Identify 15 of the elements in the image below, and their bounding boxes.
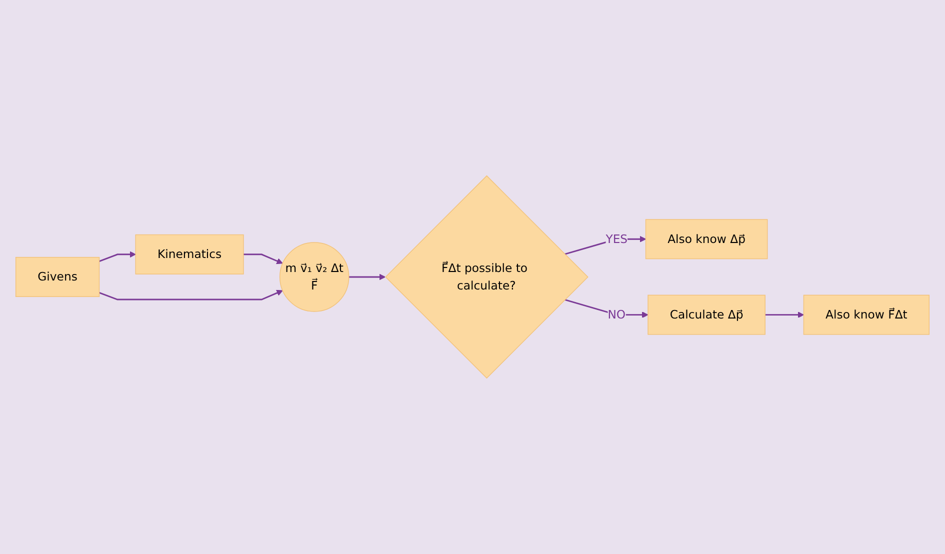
node-box: Kinematics [135,234,244,274]
node-box: Also know F⃗Δt [803,294,930,335]
node-diamond: F⃗Δt possible to calculate? [385,175,588,379]
edge-label: NO [608,308,626,322]
node-box: Givens [15,257,100,297]
node-circle: m v⃗₁ v⃗₂ Δt F⃗ [279,242,350,312]
arrow [98,290,283,300]
edge-label: YES [606,232,628,246]
arrow [564,236,646,255]
arrow [348,274,386,280]
node-box: Calculate Δp⃗ [648,294,766,335]
arrow [99,251,136,262]
node-box: Also know Δp⃗ [645,219,768,260]
arrow [243,254,283,264]
arrow [765,312,804,318]
